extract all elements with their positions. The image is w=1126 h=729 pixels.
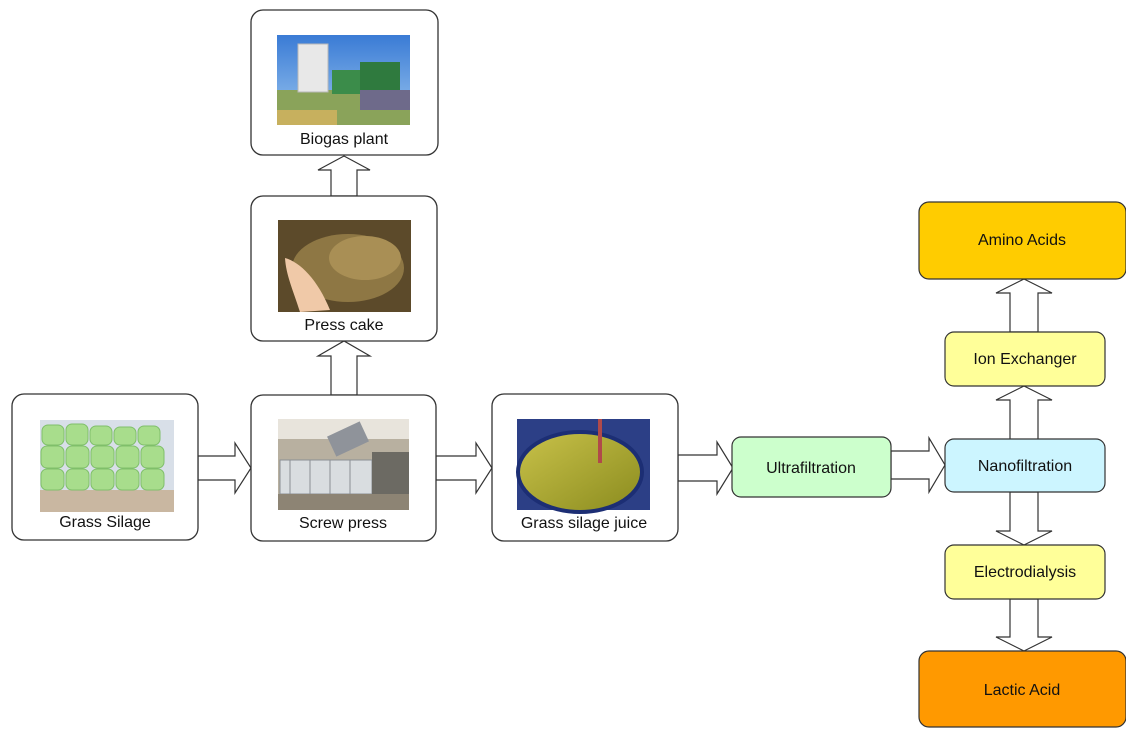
screw-press-photo bbox=[278, 419, 409, 510]
grass-silage-node: Grass Silage bbox=[11, 393, 199, 541]
amino-acids-label: Amino Acids bbox=[978, 232, 1066, 249]
arrow-nanofiltration-to-ionexchanger bbox=[995, 385, 1053, 441]
grass-silage-juice-node: Grass silage juice bbox=[491, 393, 679, 542]
lactic-acid-node: Lactic Acid bbox=[918, 650, 1126, 728]
grass-silage-label: Grass Silage bbox=[59, 514, 151, 531]
ultrafiltration-node: Ultrafiltration bbox=[731, 436, 892, 498]
grass-silage-juice-photo bbox=[516, 419, 650, 514]
press-cake-label: Press cake bbox=[304, 317, 383, 334]
biogas-plant-node: Biogas plant bbox=[250, 9, 439, 156]
arrow-electrodialysis-to-lacticacid bbox=[995, 598, 1053, 652]
screw-press-node: Screw press bbox=[250, 394, 437, 542]
arrow-press-to-presscake bbox=[315, 340, 373, 396]
electrodialysis-label: Electrodialysis bbox=[974, 564, 1076, 581]
press-cake-photo bbox=[278, 220, 411, 312]
arrow-juice-to-ultrafiltration bbox=[677, 439, 734, 497]
ion-exchanger-label: Ion Exchanger bbox=[973, 351, 1077, 368]
arrow-ultrafiltration-to-nanofiltration bbox=[890, 435, 946, 495]
ion-exchanger-node: Ion Exchanger bbox=[944, 331, 1106, 387]
grass-silage-photo bbox=[40, 420, 174, 512]
electrodialysis-node: Electrodialysis bbox=[944, 544, 1106, 600]
ultrafiltration-label: Ultrafiltration bbox=[766, 460, 856, 477]
nanofiltration-label: Nanofiltration bbox=[978, 458, 1072, 475]
biogas-plant-label: Biogas plant bbox=[300, 131, 389, 148]
biogas-plant-photo bbox=[277, 35, 410, 125]
screw-press-label: Screw press bbox=[299, 515, 387, 532]
lactic-acid-label: Lactic Acid bbox=[984, 682, 1060, 699]
amino-acids-node: Amino Acids bbox=[918, 201, 1126, 280]
arrow-silage-to-press bbox=[197, 440, 252, 496]
nanofiltration-node: Nanofiltration bbox=[944, 438, 1106, 493]
arrow-presscake-to-biogas bbox=[317, 155, 371, 197]
press-cake-node: Press cake bbox=[250, 195, 438, 342]
arrow-ionexchanger-to-aminoacids bbox=[995, 278, 1053, 333]
arrow-press-to-juice bbox=[435, 440, 493, 496]
grass-silage-juice-label: Grass silage juice bbox=[521, 515, 647, 532]
arrow-nanofiltration-to-electrodialysis bbox=[995, 491, 1053, 546]
